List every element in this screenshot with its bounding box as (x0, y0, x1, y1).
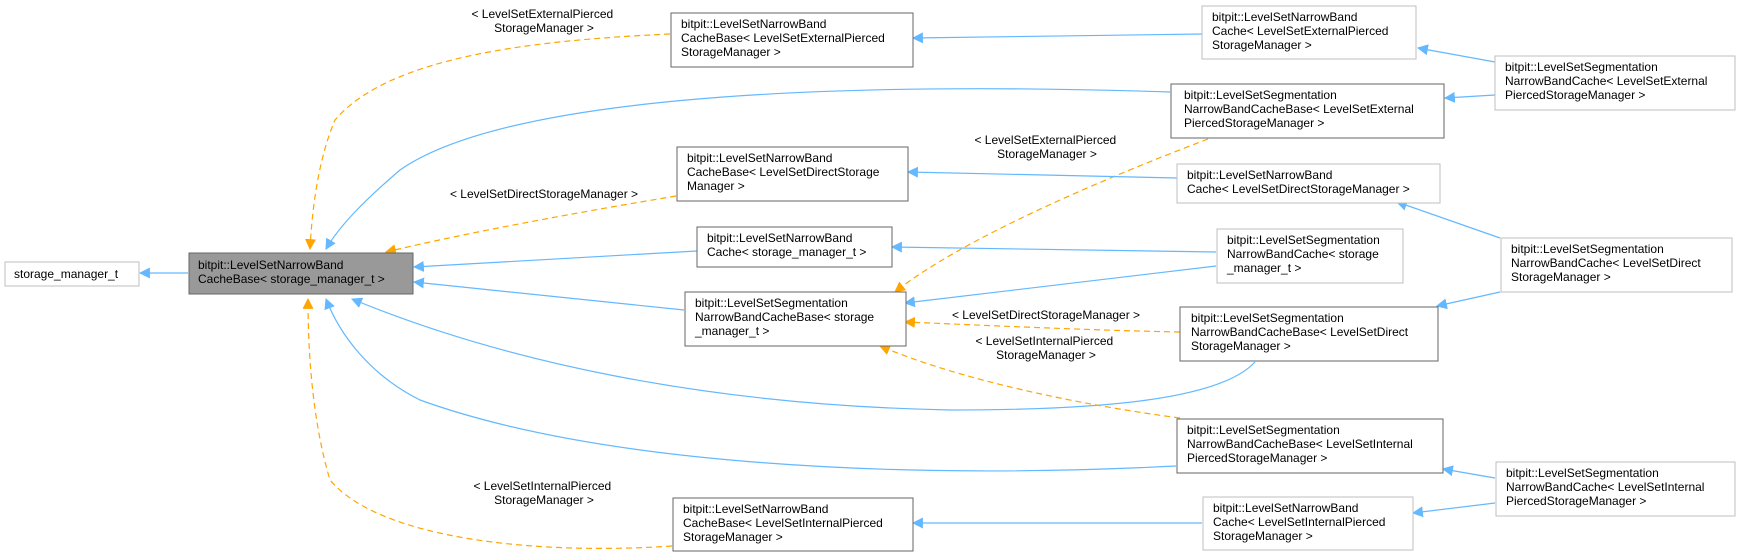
svg-text:storage_manager_t: storage_manager_t (14, 267, 119, 281)
node-segmentation-cachebase-external-pierced[interactable]: bitpit::LevelSetSegmentation NarrowBandC… (1170, 83, 1445, 139)
edge-label-dir-top: < LevelSetDirectStorageManager > (450, 187, 638, 201)
svg-text:bitpit::LevelSetNarrowBand: bitpit::LevelSetNarrowBand CacheBase< st… (198, 258, 385, 286)
svg-text:bitpit::LevelSetSegmentation: bitpit::LevelSetSegmentation NarrowBandC… (1187, 423, 1416, 465)
edge-segcb-ext-to-segcb-tmpl (894, 138, 1209, 293)
node-storage-manager-t[interactable]: storage_manager_t (4, 261, 140, 287)
svg-text:bitpit::LevelSetNarrowBand: bitpit::LevelSetNarrowBand CacheBase< Le… (681, 17, 888, 59)
svg-text:bitpit::LevelSetNarrowBand: bitpit::LevelSetNarrowBand Cache< LevelS… (1213, 501, 1389, 543)
edge-label-ext-top: < LevelSetExternalPierced StorageManager… (471, 7, 616, 35)
edge-segcb-dir-to-segcb-tmpl (903, 316, 1181, 333)
edge-segc-ext-to-nbc-ext (1416, 44, 1496, 63)
node-segmentation-cachebase-storage-manager-t[interactable]: bitpit::LevelSetSegmentation NarrowBandC… (684, 291, 907, 347)
node-narrowband-cache-storage-manager-t[interactable]: bitpit::LevelSetNarrowBand Cache< storag… (696, 226, 893, 268)
svg-text:bitpit::LevelSetSegmentation: bitpit::LevelSetSegmentation NarrowBandC… (1226, 233, 1383, 275)
svg-text:bitpit::LevelSetNarrowBand: bitpit::LevelSetNarrowBand Cache< storag… (707, 231, 866, 259)
svg-text:bitpit::LevelSetNarrowBand: bitpit::LevelSetNarrowBand CacheBase< Le… (687, 151, 883, 193)
svg-text:bitpit::LevelSetSegmentation: bitpit::LevelSetSegmentation NarrowBandC… (1505, 60, 1711, 102)
edge-label-int-mid: < LevelSetInternalPierced StorageManager… (975, 334, 1116, 362)
edge-segc-int-to-segcb-int (1441, 465, 1496, 479)
edge-label-int-bottom: < LevelSetInternalPierced StorageManager… (473, 479, 614, 507)
node-narrowband-cachebase-external-pierced[interactable]: bitpit::LevelSetNarrowBand CacheBase< Le… (670, 12, 914, 68)
edge-nbc-dir-to-nbcb-dir (906, 166, 1178, 179)
edge-segc-dir-to-segcb-dir (1435, 291, 1501, 310)
edge-segc-tmpl-to-nbc-tmpl (890, 241, 1217, 253)
svg-text:bitpit::LevelSetNarrowBand: bitpit::LevelSetNarrowBand CacheBase< Le… (683, 502, 886, 544)
node-segmentation-cache-external-pierced[interactable]: bitpit::LevelSetSegmentation NarrowBandC… (1494, 55, 1736, 111)
node-segmentation-cache-internal-pierced[interactable]: bitpit::LevelSetSegmentation NarrowBandC… (1495, 461, 1736, 517)
node-narrowband-cache-direct[interactable]: bitpit::LevelSetNarrowBand Cache< LevelS… (1176, 163, 1441, 204)
edge-segc-dir-to-nbc-dir (1395, 200, 1501, 239)
edge-label-dir-mid: < LevelSetDirectStorageManager > (952, 308, 1140, 322)
edge-nbc-tmpl-to-base (412, 250, 698, 272)
edge-label-ext-mid: < LevelSetExternalPierced StorageManager… (974, 133, 1119, 161)
svg-text:bitpit::LevelSetSegmentation: bitpit::LevelSetSegmentation NarrowBandC… (1511, 242, 1704, 284)
svg-text:bitpit::LevelSetSegmentation: bitpit::LevelSetSegmentation NarrowBandC… (694, 296, 877, 338)
svg-text:bitpit::LevelSetNarrowBand: bitpit::LevelSetNarrowBand Cache< LevelS… (1187, 168, 1410, 196)
edge-segcb-int-to-base (324, 297, 1177, 472)
edge-segcb-ext-to-base (325, 88, 1171, 250)
edge-nbcb-dir-to-base (384, 195, 677, 256)
edge-segc-ext-to-segcb-ext (1443, 91, 1496, 103)
node-narrowband-cachebase-internal-pierced[interactable]: bitpit::LevelSetNarrowBand CacheBase< Le… (672, 497, 914, 552)
node-narrowband-cache-external-pierced[interactable]: bitpit::LevelSetNarrowBand Cache< LevelS… (1201, 5, 1417, 60)
node-narrowband-cachebase-direct[interactable]: bitpit::LevelSetNarrowBand CacheBase< Le… (676, 146, 909, 202)
edge-segc-int-to-nbc-int (1411, 502, 1496, 518)
svg-text:bitpit::LevelSetSegmentation: bitpit::LevelSetSegmentation NarrowBandC… (1506, 466, 1708, 508)
node-segmentation-cachebase-internal-pierced[interactable]: bitpit::LevelSetSegmentation NarrowBandC… (1176, 418, 1444, 474)
edge-segcb-tmpl-to-base (412, 277, 685, 311)
svg-text:bitpit::LevelSetSegmentation: bitpit::LevelSetSegmentation NarrowBandC… (1191, 311, 1411, 353)
edge-segcb-dir-to-base (350, 297, 1256, 411)
edge-segc-tmpl-to-segcb-tmpl (903, 265, 1217, 308)
edge-nbcb-ext-to-base (305, 33, 671, 251)
edge-segcb-int-to-segcb-tmpl (878, 344, 1181, 419)
node-segmentation-cachebase-direct[interactable]: bitpit::LevelSetSegmentation NarrowBandC… (1179, 306, 1439, 362)
svg-text:bitpit::LevelSetSegmentation: bitpit::LevelSetSegmentation NarrowBandC… (1184, 88, 1417, 130)
node-narrowband-cachebase-storage-manager-t[interactable]: bitpit::LevelSetNarrowBand CacheBase< st… (188, 252, 414, 295)
svg-text:bitpit::LevelSetNarrowBand: bitpit::LevelSetNarrowBand Cache< LevelS… (1212, 10, 1392, 52)
node-segmentation-cache-direct[interactable]: bitpit::LevelSetSegmentation NarrowBandC… (1500, 237, 1733, 293)
node-segmentation-cache-storage-manager-t[interactable]: bitpit::LevelSetSegmentation NarrowBandC… (1216, 228, 1404, 284)
node-narrowband-cache-internal-pierced[interactable]: bitpit::LevelSetNarrowBand Cache< LevelS… (1202, 496, 1414, 551)
edge-nbc-ext-to-nbcb-ext (911, 32, 1203, 44)
edge-nbcb-int-to-base (302, 297, 673, 549)
